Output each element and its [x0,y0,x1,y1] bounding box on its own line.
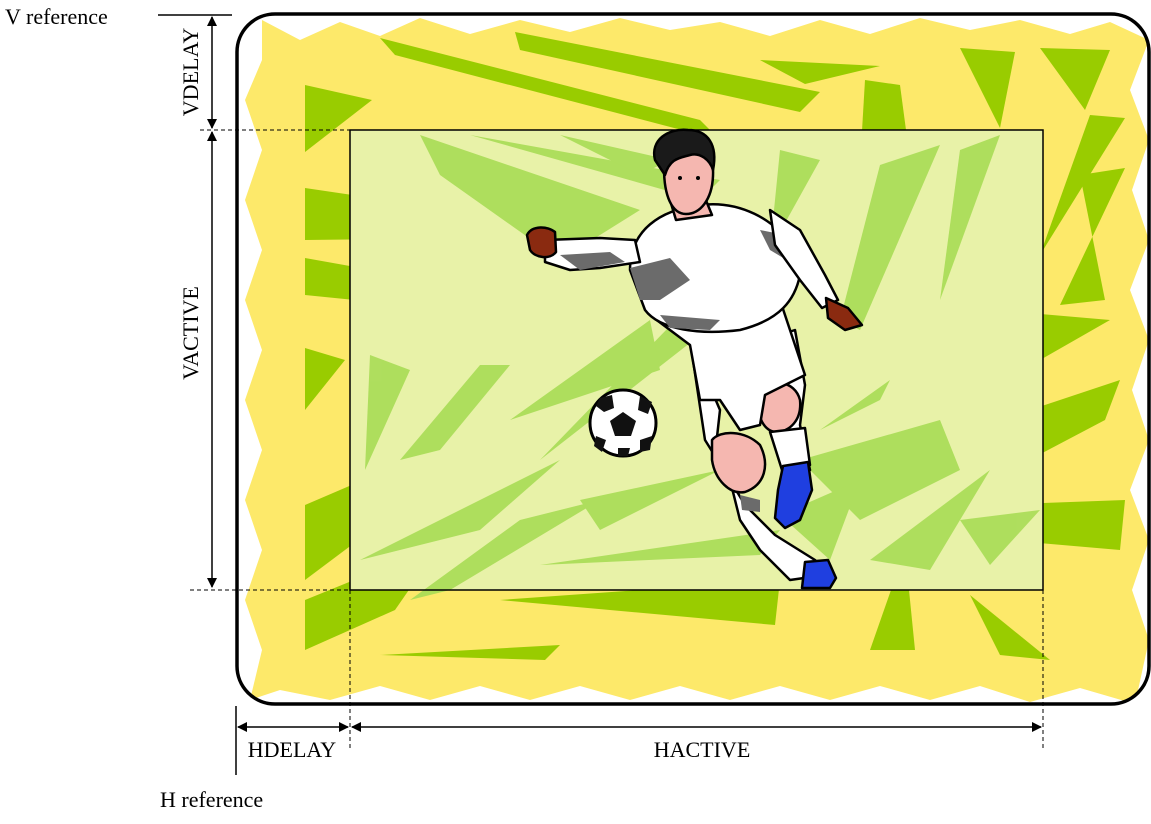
vactive-label: VACTIVE [178,286,203,380]
h-reference-label: H reference [160,787,263,812]
back-shoe [802,560,836,588]
hdelay-label: HDELAY [248,737,337,762]
hactive-label: HACTIVE [654,737,751,762]
vdelay-label: VDELAY [178,28,203,117]
soccer-ball-icon [590,390,656,456]
v-reference-label: V reference [5,4,108,29]
